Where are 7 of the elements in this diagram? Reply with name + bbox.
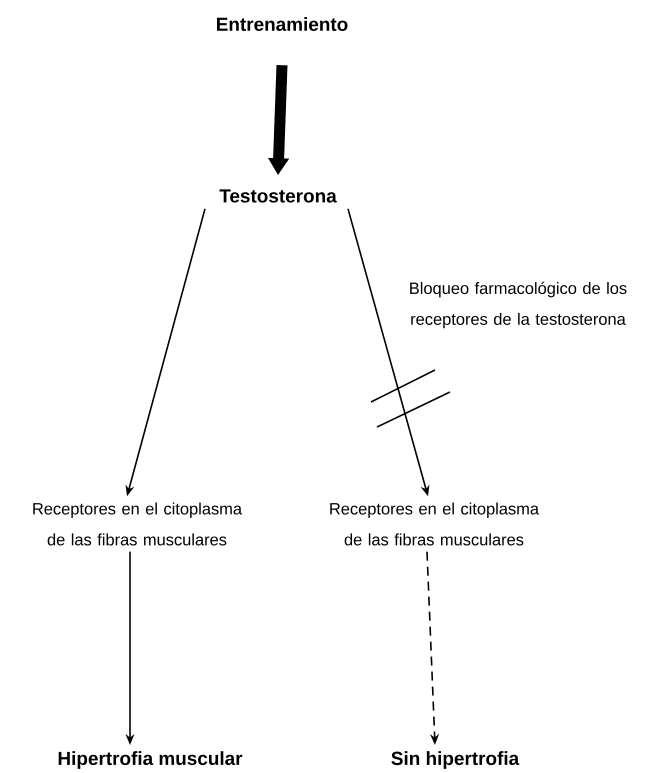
stage-text: Testosterona bbox=[220, 189, 337, 203]
stage-text: Entrenamiento bbox=[217, 17, 348, 31]
receptor-text: Receptores en el citoplasma de las fibras musculares bbox=[33, 502, 242, 546]
receptor-text: Receptores en el citoplasma de las fibras musculares bbox=[330, 502, 540, 546]
result-text: Sin hipertrofia bbox=[391, 751, 520, 769]
annotation-text: Bloqueo farmacológico de los receptores de la testosterona bbox=[410, 282, 627, 328]
result-text: Hipertrofia muscular bbox=[58, 751, 242, 769]
